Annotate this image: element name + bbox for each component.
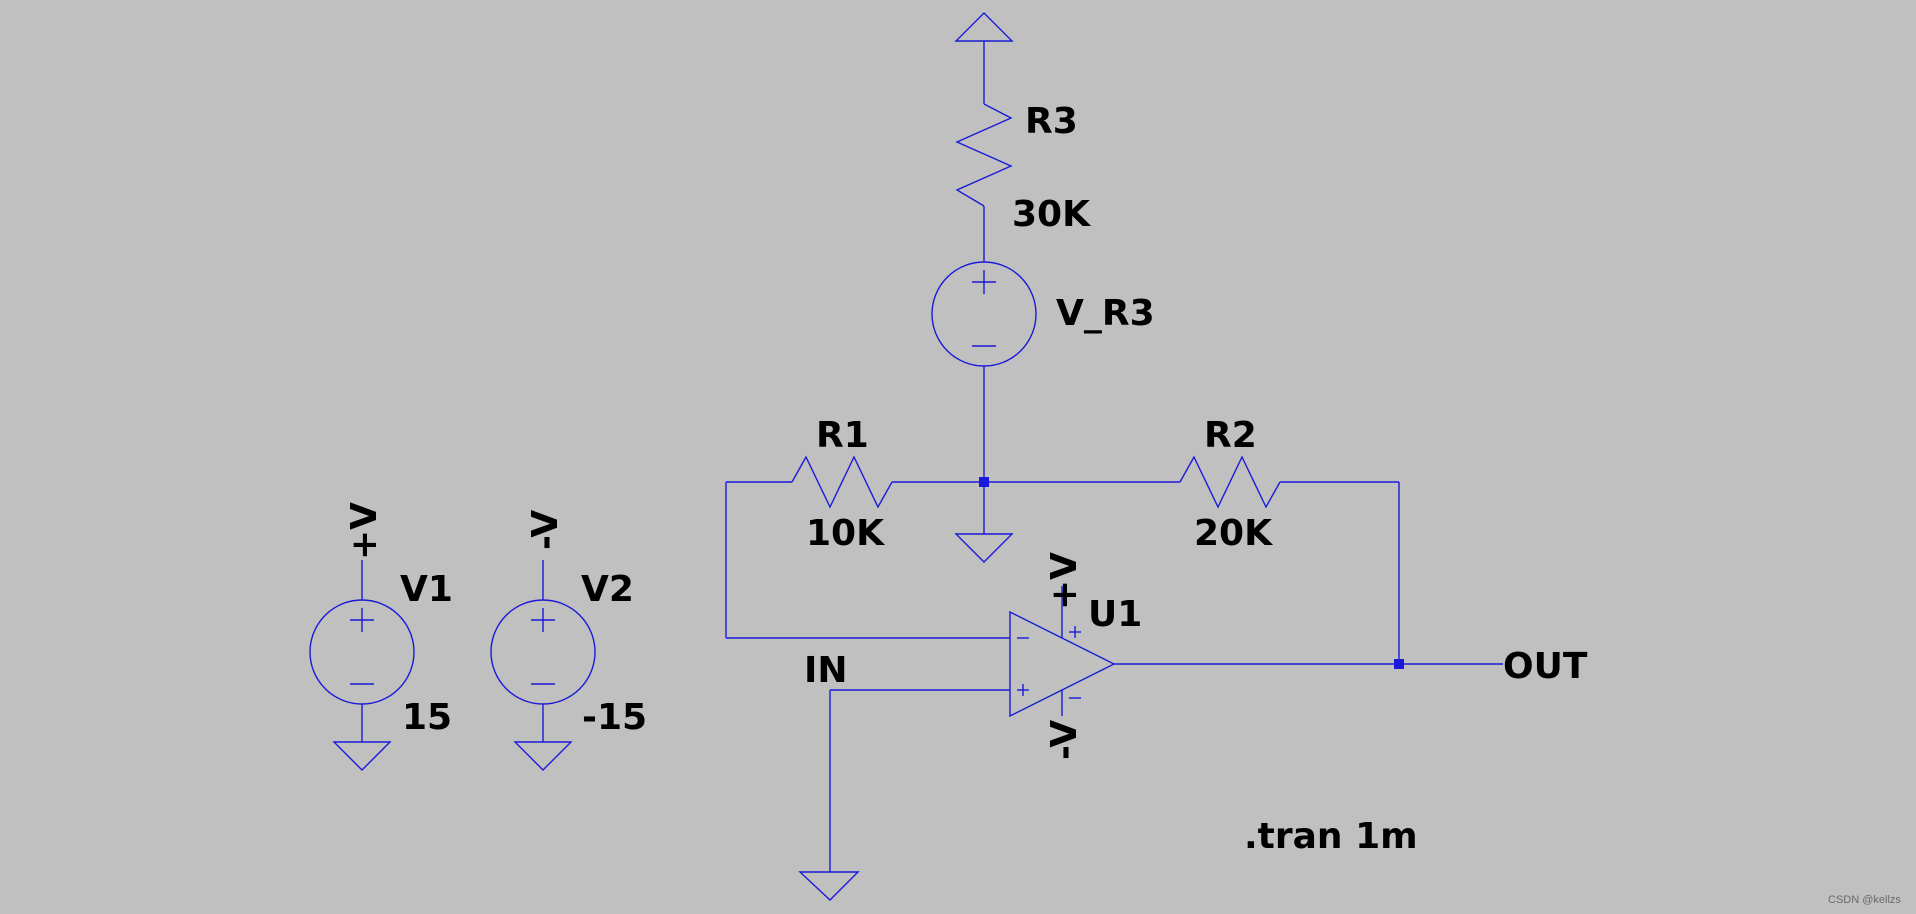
watermark: CSDN @kellzs [1828,894,1901,906]
resistor-r2[interactable] [1179,455,1281,509]
junction-output [1394,659,1404,669]
label-r3-value: 30K [1012,194,1091,235]
net-label-v2-neg: -V [525,510,566,550]
ground-symbol-v2 [513,741,573,771]
ground-symbol-in [798,871,860,901]
label-r2-name: R2 [1204,415,1257,456]
resistor-r1[interactable] [791,455,893,509]
spice-directive[interactable]: .tran 1m [1244,816,1418,857]
net-label-u1-neg: -V [1044,720,1085,760]
label-v1-value: 15 [402,697,452,738]
label-r3-name: R3 [1025,101,1078,142]
net-label-out: OUT [1503,646,1588,687]
voltage-source-v-r3[interactable] [931,261,1037,367]
label-v2-value: -15 [582,697,647,738]
net-label-v1-pos: +V [344,502,385,560]
label-r2-value: 20K [1194,513,1273,554]
label-v2-name: V2 [581,569,634,610]
voltage-source-v2[interactable] [490,599,596,705]
ground-symbol-v1 [332,741,392,771]
label-r1-value: 10K [806,513,885,554]
ground-symbol-node [954,533,1014,563]
resistor-r3[interactable] [955,103,1013,207]
net-label-u1-pos: +V [1044,552,1085,610]
label-v1-name: V1 [400,569,453,610]
label-r1-name: R1 [816,415,869,456]
net-label-in: IN [804,650,848,691]
label-v-r3-name: V_R3 [1056,293,1155,334]
label-u1-name: U1 [1088,594,1142,635]
top-port-arrow [954,12,1014,42]
voltage-source-v1[interactable] [309,599,415,705]
